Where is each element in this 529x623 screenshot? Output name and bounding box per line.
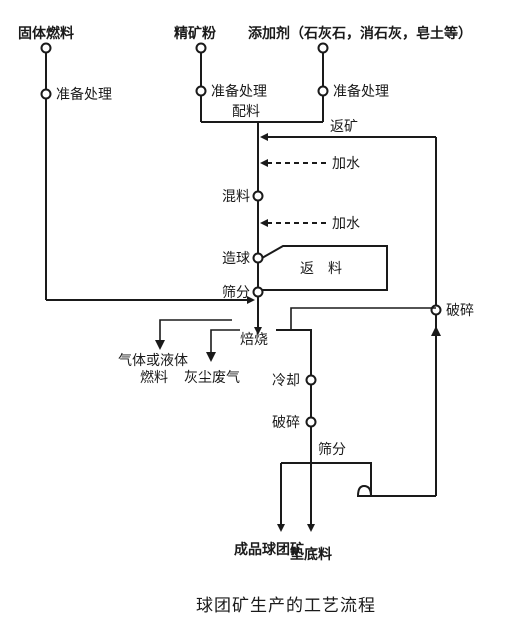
waste-gas-label: 灰尘废气 — [184, 370, 240, 386]
concentrate-prep-node — [195, 85, 207, 97]
output-bedding: 垫底料 — [290, 546, 332, 563]
screening-2-split-line — [281, 462, 372, 496]
roasting-output-line — [276, 329, 312, 520]
crushing-2-label: 破碎 — [446, 303, 474, 319]
fuel-input-arrowhead — [155, 340, 165, 350]
add-water-1-label: 加水 — [332, 156, 360, 172]
roasting-label: 焙烧 — [240, 332, 268, 348]
roasting-recycle-line — [290, 307, 436, 330]
return-ore-up-arrowhead — [431, 326, 441, 336]
add-water-2-label: 加水 — [332, 216, 360, 232]
waste-gas-line — [210, 329, 240, 360]
additives-source-node — [317, 42, 329, 54]
return-to-crush-line — [356, 484, 436, 497]
fuel-prep-label: 准备处理 — [56, 86, 112, 103]
input-additives: 添加剂（石灰石，消石灰，皂土等） — [248, 25, 472, 42]
fuel-input-line — [159, 319, 232, 346]
mixing-label: 混料 — [222, 189, 250, 205]
screening-2-label: 筛分 — [318, 442, 346, 458]
return-material-label: 返 料 — [300, 261, 342, 277]
return-ore-label: 返矿 — [330, 119, 358, 135]
concentrate-prep-label: 准备处理 — [211, 83, 267, 100]
fuel-prep-node — [40, 88, 52, 100]
waste-gas-arrowhead — [206, 352, 216, 362]
return-material-box — [261, 245, 388, 291]
input-concentrate: 精矿粉 — [174, 25, 216, 42]
crushing-1-node — [305, 416, 317, 428]
screening-1-label: 筛分 — [222, 285, 250, 301]
fuel-input-label-2: 燃料 — [140, 369, 168, 386]
cooling-node — [305, 374, 317, 386]
cooling-label: 冷却 — [272, 373, 300, 389]
fuel-input-label-1: 气体或液体 — [118, 353, 188, 369]
pelletizing-node — [252, 252, 264, 264]
mixing-node — [252, 190, 264, 202]
figure-caption: 球团矿生产的工艺流程 — [196, 596, 376, 616]
batching-label: 配料 — [232, 104, 260, 120]
additives-prep-label: 准备处理 — [333, 83, 389, 100]
pelletizing-label: 造球 — [222, 251, 250, 267]
input-solid-fuel: 固体燃料 — [18, 25, 74, 42]
fuel-source-node — [40, 42, 52, 54]
crushing-1-label: 破碎 — [272, 415, 300, 431]
additives-prep-node — [317, 85, 329, 97]
output-product: 成品球团矿 — [234, 541, 304, 558]
concentrate-source-node — [195, 42, 207, 54]
crushing-2-node — [430, 304, 442, 316]
screening-1-node — [252, 286, 264, 298]
